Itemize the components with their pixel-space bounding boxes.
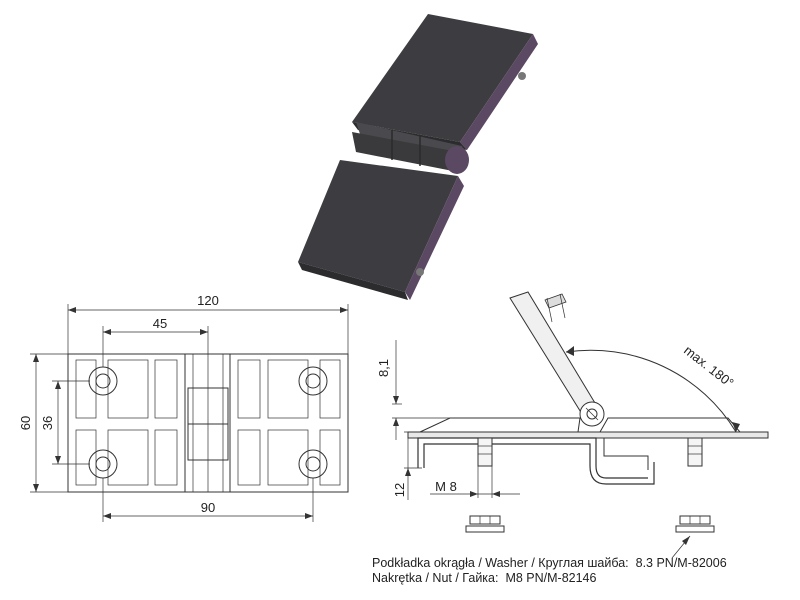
- dim-side-bottom: 12: [392, 483, 407, 497]
- bolt-hole: [88, 366, 118, 396]
- bolt-hole: [88, 449, 118, 479]
- washer-note: Podkładka okrągła / Washer / Круглая шай…: [372, 556, 727, 571]
- dim-overall-width: 120: [197, 293, 219, 308]
- washer-spec: 8.3 PN/M-82006: [635, 556, 727, 570]
- bolt-hole: [298, 449, 328, 479]
- bolt-hole: [298, 366, 328, 396]
- side-view: max. 180° 8,1 12 M 8: [376, 291, 769, 559]
- nut-label: Nakrętka / Nut / Гайка:: [372, 571, 499, 585]
- front-view: 120 45 60 36 90: [18, 293, 349, 522]
- dim-side-thread: M 8: [435, 479, 457, 494]
- nut-note: Nakrętka / Nut / Гайка: M8 PN/M-82146: [372, 571, 727, 586]
- parts-notes: Podkładka okrągła / Washer / Круглая шай…: [372, 556, 727, 586]
- dim-hole-spacing-half: 45: [153, 316, 167, 331]
- hinge-3d-render: [298, 14, 538, 300]
- nut-washer-right: [675, 515, 715, 533]
- dim-hole-spacing-horizontal: 90: [201, 500, 215, 515]
- nut-spec: M8 PN/M-82146: [505, 571, 597, 585]
- dim-hole-spacing-vertical: 36: [40, 416, 55, 430]
- nut-washer-left: [465, 515, 505, 533]
- dim-side-offset: 8,1: [376, 359, 391, 377]
- max-angle-label: max. 180°: [681, 343, 736, 391]
- washer-label: Podkładka okrągła / Washer / Круглая шай…: [372, 556, 629, 570]
- dim-overall-height: 60: [18, 416, 33, 430]
